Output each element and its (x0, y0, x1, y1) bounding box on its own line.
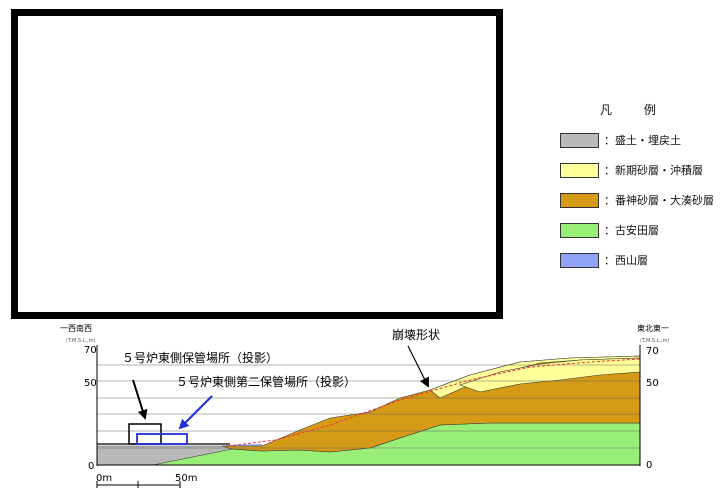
right-tick-70: 70 (646, 346, 659, 357)
collapse-shape-line (227, 358, 641, 447)
left-tick-50: 50 (84, 378, 97, 389)
legend-item-furuyasuda: ：古安田層 (560, 222, 659, 238)
collapse-shape-arrow (407, 345, 429, 388)
left-direction-label: 一西南西 (60, 323, 92, 333)
storage-area-1-label: ５号炉東側保管場所（投影） (122, 350, 278, 365)
blank-image-frame (11, 9, 503, 319)
right-direction-label: 東北東一 (637, 323, 669, 333)
legend-item-new-sand: ：新期砂層・沖積層 (560, 162, 703, 178)
scale-label-0m: 0m (96, 473, 112, 484)
legend-item-nishiyama: ：西山層 (560, 252, 648, 268)
legend-label-banjin-sand: ：番神砂層・大湊砂層 (604, 194, 714, 207)
legend-swatch-nishiyama (560, 252, 599, 268)
legend-label-nishiyama: ：西山層 (604, 254, 648, 267)
legend-swatch-new-sand (560, 162, 599, 178)
right-tick-0: 0 (646, 460, 652, 471)
scale-bar (96, 481, 181, 488)
left-tick-0: 0 (88, 461, 94, 472)
legend-swatch-fill (560, 132, 599, 148)
legend-label-fill: ：盛土・埋戻土 (604, 134, 681, 147)
collapse-shape-label: 崩壊形状 (392, 328, 440, 342)
legend-title: 凡 例 (600, 103, 670, 117)
scale-label-50m: 50m (175, 473, 197, 484)
right-tick-50: 50 (646, 378, 659, 389)
storage-area-2-box (136, 433, 188, 445)
legend-label-furuyasuda: ：古安田層 (604, 224, 659, 237)
left-tick-70: 70 (84, 345, 97, 356)
legend-item-fill: ：盛土・埋戻土 (560, 132, 681, 148)
storage-area-2-label: ５号炉東側第二保管場所（投影） (176, 374, 356, 389)
legend-swatch-banjin-sand (560, 192, 599, 208)
storage-area-2-arrow (178, 395, 213, 430)
legend-item-banjin-sand: ：番神砂層・大湊砂層 (560, 192, 714, 208)
left-elevation-caption: (T.M.S.L.,m) (66, 338, 96, 344)
legend-label-new-sand: ：新期砂層・沖積層 (604, 164, 703, 177)
elevation-gridlines (97, 364, 640, 449)
right-elevation-caption: (T.M.S.L.,m) (640, 338, 670, 344)
legend-swatch-furuyasuda (560, 222, 599, 238)
storage-area-1-arrow (132, 379, 148, 420)
